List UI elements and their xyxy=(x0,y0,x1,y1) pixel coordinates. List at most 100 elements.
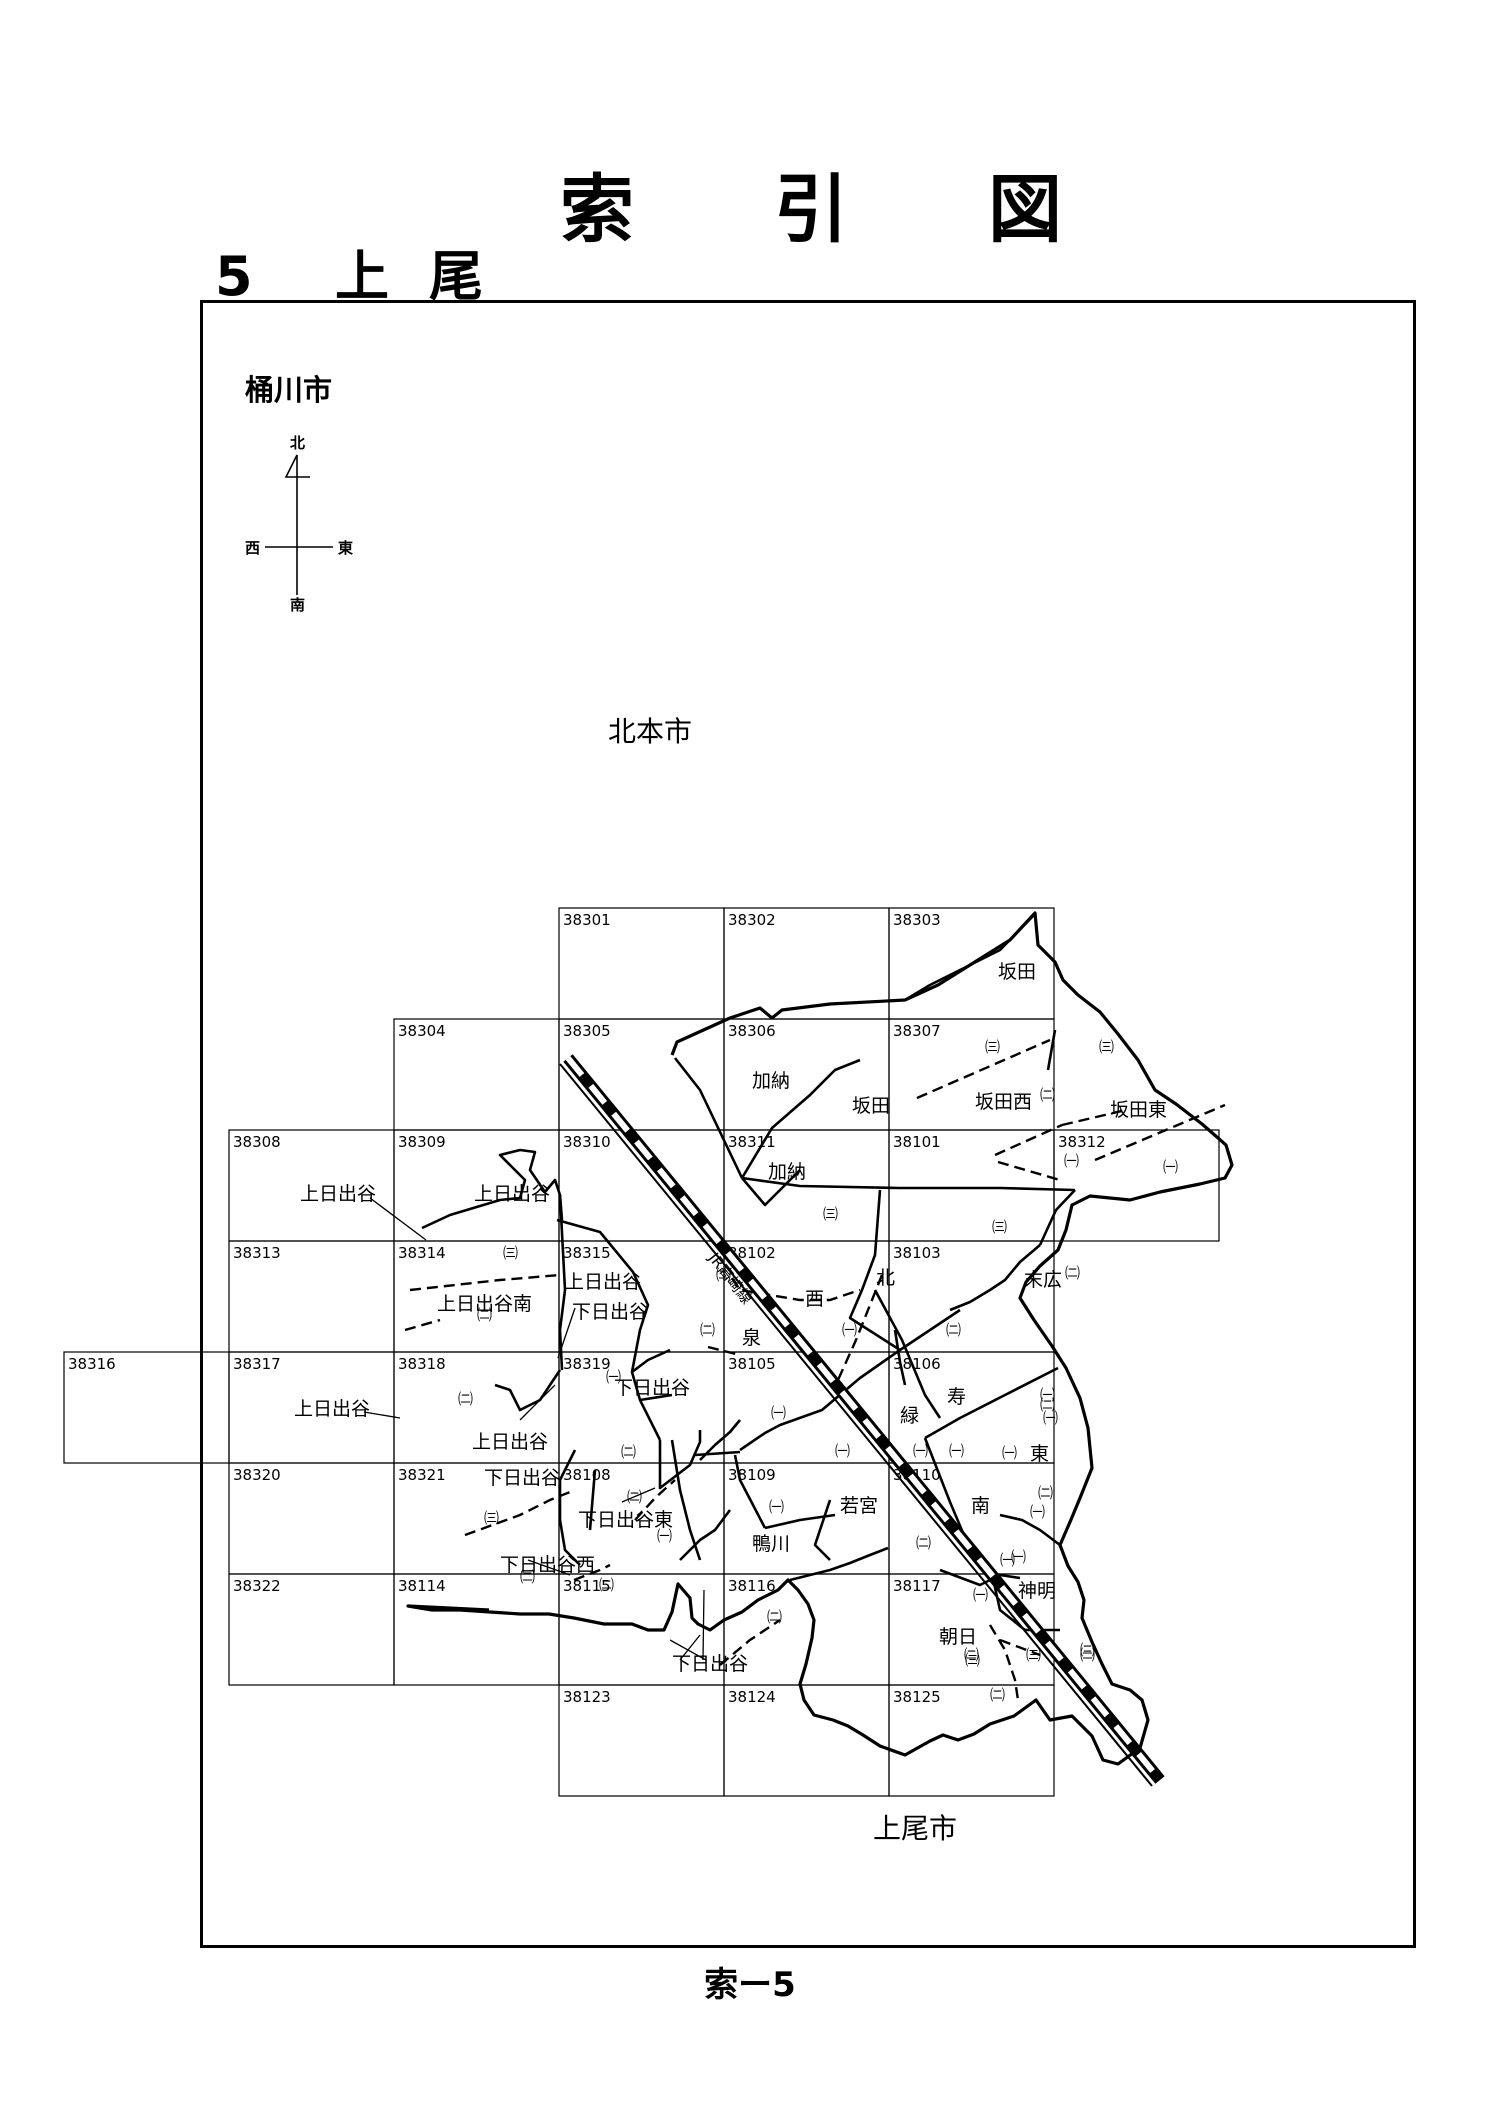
ward-label: ㈡ xyxy=(990,1686,1005,1704)
place-label: 坂田西 xyxy=(975,1091,1032,1113)
sheet-number: 38106 xyxy=(893,1355,941,1373)
ward-label: ㈢ xyxy=(1026,1646,1041,1664)
ward-label: ㈠ xyxy=(1043,1409,1058,1427)
sheet-number: 38316 xyxy=(68,1355,116,1373)
sheet-number: 38308 xyxy=(233,1133,281,1151)
ward-label: ㈡ xyxy=(716,1266,731,1284)
ward-label: ㈠ xyxy=(769,1498,784,1516)
sheet-number: 38318 xyxy=(398,1355,446,1373)
subdistrict-boundaries xyxy=(404,1038,1226,1701)
compass-south: 南 xyxy=(290,596,305,614)
place-label: 緑 xyxy=(900,1405,919,1427)
ward-label: ㈠ xyxy=(771,1404,786,1422)
sheet-number: 38310 xyxy=(563,1133,611,1151)
section-title: 5 上尾 xyxy=(215,232,523,311)
ward-label: ㈢ xyxy=(992,1218,1007,1236)
sheet-number: 38115 xyxy=(563,1577,611,1595)
compass-icon: 北 南 東 西 xyxy=(245,434,353,614)
ward-label: ㈡ xyxy=(458,1390,473,1408)
ward-label: ㈡ xyxy=(1065,1264,1080,1282)
section-name: 上尾 xyxy=(335,245,523,308)
place-label: 下日出谷 xyxy=(614,1377,690,1399)
page-title: 索引図 xyxy=(560,167,1202,253)
place-labels: 坂田加納坂田坂田西坂田東加納上日出谷上日出谷上日出谷上日出谷南下日出谷上日出谷下… xyxy=(294,961,1167,1675)
place-label: 末広 xyxy=(1024,1269,1062,1291)
place-label: 鴨川 xyxy=(752,1533,790,1555)
section-number: 5 xyxy=(215,245,253,308)
neighbor-okegawa: 桶川市 xyxy=(245,373,332,407)
sheet-number: 38103 xyxy=(893,1244,941,1262)
sheet-number: 38114 xyxy=(398,1577,446,1595)
sheet-number: 38309 xyxy=(398,1133,446,1151)
ward-label: ㈡ xyxy=(477,1306,492,1324)
compass-west: 西 xyxy=(245,539,260,557)
sheet-cell xyxy=(888,1684,1055,1797)
ward-labels: ㈢㈢㈡㈢㈡㈠㈠㈡㈢㈢㈡㈡㈠㈡㈡㈡㈠㈡㈠㈠㈠㈠㈢㈠㈠㈠㈡㈡㈠㈡㈠㈡㈡㈠㈢㈡㈡㈠㈠㈡… xyxy=(458,1038,1178,1704)
sheet-number: 38319 xyxy=(563,1355,611,1373)
ward-label: ㈡ xyxy=(916,1534,931,1552)
sheet-number: 38125 xyxy=(893,1688,941,1706)
city-boundary xyxy=(406,911,1234,1766)
sheet-number: 38101 xyxy=(893,1133,941,1151)
place-label: 東 xyxy=(1030,1443,1049,1465)
place-label: 坂田 xyxy=(998,961,1036,983)
sheet-number: 38123 xyxy=(563,1688,611,1706)
ward-label: ㈡ xyxy=(1040,1086,1055,1104)
place-label: 上日出谷南 xyxy=(437,1293,532,1315)
ward-label: ㈢ xyxy=(985,1038,1000,1056)
sheet-number: 38314 xyxy=(398,1244,446,1262)
sheet-number: 38306 xyxy=(728,1022,776,1040)
place-label: 坂田東 xyxy=(1110,1099,1167,1121)
ward-label: ㈠ xyxy=(1030,1503,1045,1521)
sheet-number: 38117 xyxy=(893,1577,941,1595)
ward-label: ㈠ xyxy=(1163,1158,1178,1176)
place-label: 上日出谷 xyxy=(300,1183,376,1205)
sheet-number: 38301 xyxy=(563,911,611,929)
ward-label: ㈡ xyxy=(700,1321,715,1339)
ward-label: ㈡ xyxy=(1080,1641,1095,1659)
place-label: 加納 xyxy=(752,1070,790,1092)
sheet-number: 38303 xyxy=(893,911,941,929)
ward-label: ㈡ xyxy=(1040,1396,1055,1414)
sheet-number: 38312 xyxy=(1058,1133,1106,1151)
ward-label: ㈠ xyxy=(657,1527,672,1545)
sheet-number: 38108 xyxy=(563,1466,611,1484)
page-footer: 索ー5 xyxy=(704,1965,796,2005)
sheet-number: 38124 xyxy=(728,1688,776,1706)
neighbor-ageo: 上尾市 xyxy=(873,1812,957,1845)
place-label: 寿 xyxy=(947,1386,966,1408)
ward-label: ㈠ xyxy=(1064,1152,1079,1170)
leader-lines xyxy=(363,1197,707,1661)
place-label: 下日出谷西 xyxy=(500,1554,595,1576)
place-label: 上日出谷 xyxy=(472,1431,548,1453)
place-label: 神明 xyxy=(1018,1580,1056,1602)
place-label: 南 xyxy=(971,1495,990,1517)
place-label: 泉 xyxy=(742,1327,761,1349)
ward-label: ㈡ xyxy=(964,1646,979,1664)
sheet-number: 38311 xyxy=(728,1133,776,1151)
ward-label: ㈠ xyxy=(973,1586,988,1604)
ward-label: ㈠ xyxy=(1000,1551,1015,1569)
ward-label: ㈢ xyxy=(1099,1038,1114,1056)
sheet-number: 38317 xyxy=(233,1355,281,1373)
place-label: 坂田 xyxy=(852,1095,890,1117)
sheet-cell xyxy=(1053,1129,1220,1242)
neighbor-kitamoto: 北本市 xyxy=(608,715,692,748)
place-label: 上日出谷 xyxy=(294,1398,370,1420)
place-label: 下日出谷東 xyxy=(578,1509,673,1531)
ward-label: ㈠ xyxy=(606,1368,621,1386)
ward-label: ㈡ xyxy=(621,1443,636,1461)
ward-label: ㈠ xyxy=(949,1442,964,1460)
sheet-number: 38102 xyxy=(728,1244,776,1262)
place-label: 上日出谷 xyxy=(565,1271,641,1293)
sheet-number: 38321 xyxy=(398,1466,446,1484)
ward-label: ㈡ xyxy=(1080,1646,1095,1664)
ward-label: ㈢ xyxy=(484,1509,499,1527)
place-label: 若宮 xyxy=(840,1495,878,1517)
sheet-number: 38116 xyxy=(728,1577,776,1595)
map-frame xyxy=(200,300,1416,1948)
sheet-number: 38307 xyxy=(893,1022,941,1040)
place-label: 北 xyxy=(876,1267,895,1289)
district-boundaries xyxy=(421,912,1076,1632)
